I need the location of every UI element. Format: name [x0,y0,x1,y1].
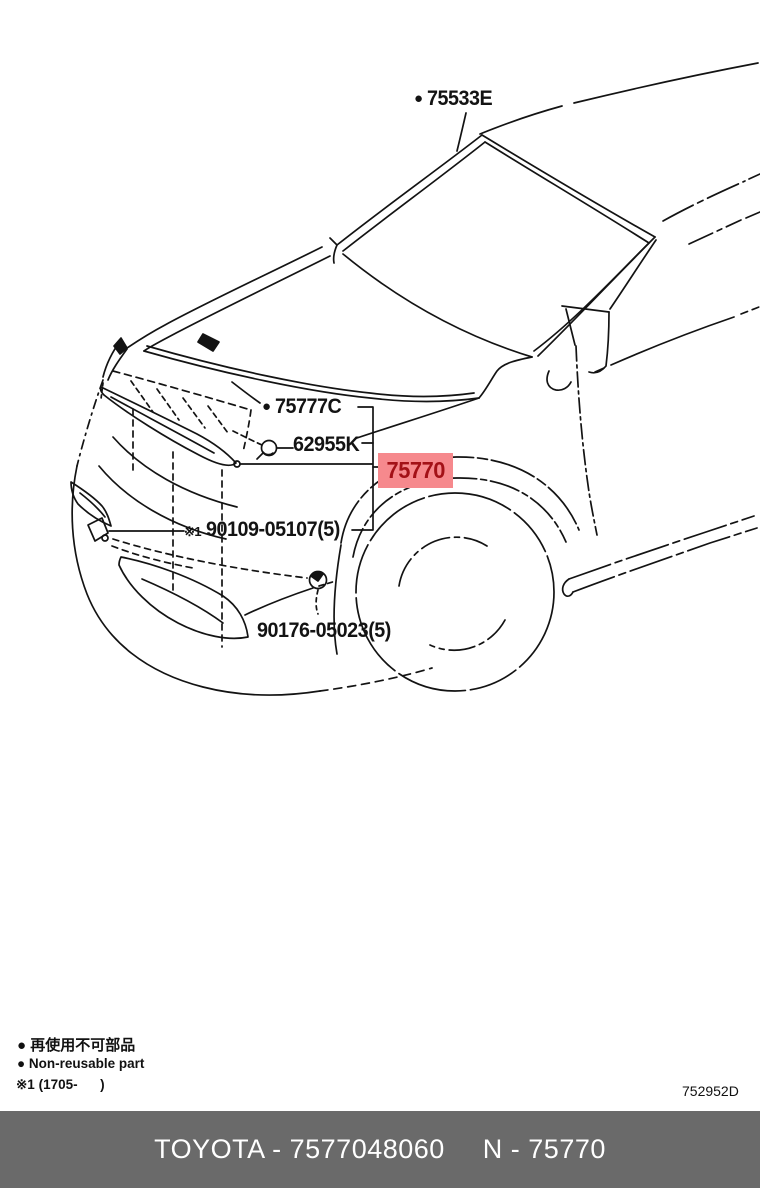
front-bumper [70,379,433,696]
a-pillar-and-mirror-mount [546,239,760,536]
footer-bar: TOYOTA - 7577048060 N - 75770 [0,1111,760,1188]
part-number: 62955K [293,433,360,456]
part-label-75533e[interactable]: ● 75533E [414,87,496,111]
part-label-90176[interactable]: 90176-05023(5) [257,619,399,643]
part-number: 90109-05107(5) [206,518,341,541]
legend-non-reusable-jp: ● 再使用不可部品 [17,1037,136,1054]
cowl-and-hood [100,246,533,439]
part-number-highlight-75770[interactable]: 75770 [378,453,453,488]
part-label-75777c[interactable]: ● 75777C [262,395,346,419]
bolt-icon-90176 [308,570,328,590]
production-date-note: ※1 (1705- ) [16,1077,105,1092]
windshield [329,134,656,358]
roof-and-body [479,62,760,245]
part-label-90109[interactable]: ※1 90109-05107(5) [184,518,349,542]
footer-catalog-code: N - 75770 [482,1134,606,1164]
sheet-code: 752952D [682,1083,739,1099]
part-number: 75777C [275,395,342,418]
part-label-62955k[interactable]: 62955K [293,433,364,457]
footer-part-code: TOYOTA - 7577048060 [154,1134,445,1164]
screw-icon-90109 [87,517,109,542]
rocker-panel [561,515,758,598]
non-reusable-bullet-icon: ● [262,397,272,415]
part-number: 75533E [427,87,493,110]
note-ref: ※1 [184,524,202,539]
legend-non-reusable-en: ● Non-reusable part [17,1056,145,1071]
part-number: 90176-05023(5) [257,619,391,642]
non-reusable-bullet-icon: ● [414,89,424,107]
part-number: 75770 [386,457,445,483]
callout-bracket [233,406,380,531]
clip-icon-62955k [256,439,278,460]
fastener-icons [87,439,328,590]
front-wheel [340,456,580,692]
hood-front-moulding-part [99,370,252,648]
leader-lines [108,112,467,615]
